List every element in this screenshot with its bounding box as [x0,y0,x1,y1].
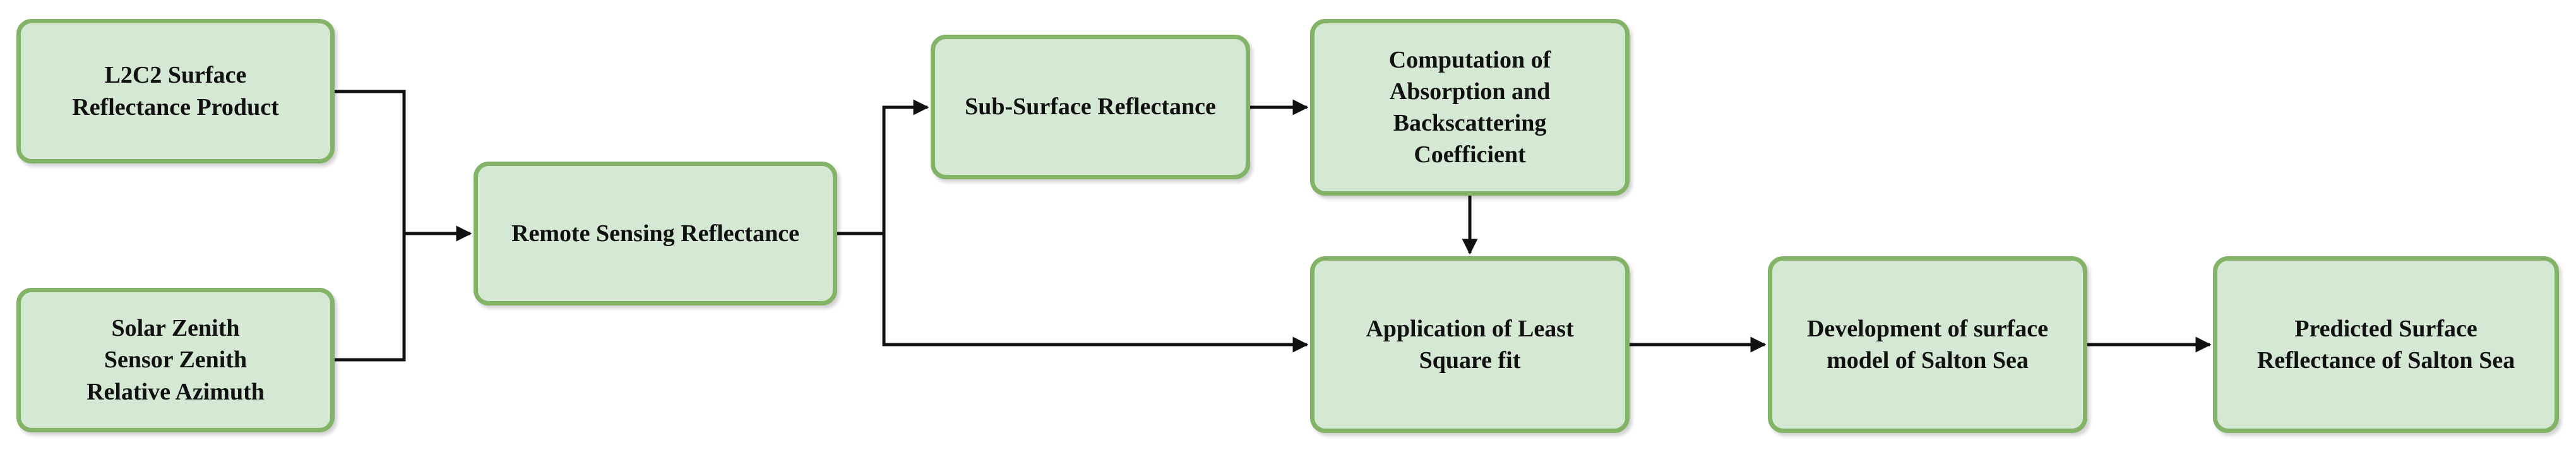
arrow-rrs-to-least-square [882,234,1309,353]
connector-angles-to-rrs [335,234,406,362]
connector-l2c2-to-rrs [335,90,406,234]
node-remote-sensing-reflectance: Remote Sensing Reflectance [474,162,837,305]
node-least-square-fit: Application of Least Square fit [1310,256,1630,433]
node-predicted-surface-reflectance: Predicted Surface Reflectance of Salton … [2213,256,2559,433]
node-absorption-backscattering-computation: Computation of Absorption and Backscatte… [1310,19,1630,196]
arrow-rrs-to-subsurface [837,99,929,235]
node-l2c2-surface-reflectance-product: L2C2 Surface Reflectance Product [16,19,335,163]
node-sub-surface-reflectance: Sub-Surface Reflectance [931,35,1250,179]
node-solar-sensor-angles: Solar Zenith Sensor Zenith Relative Azim… [16,288,335,432]
node-surface-model-development: Development of surface model of Salton S… [1768,256,2087,433]
